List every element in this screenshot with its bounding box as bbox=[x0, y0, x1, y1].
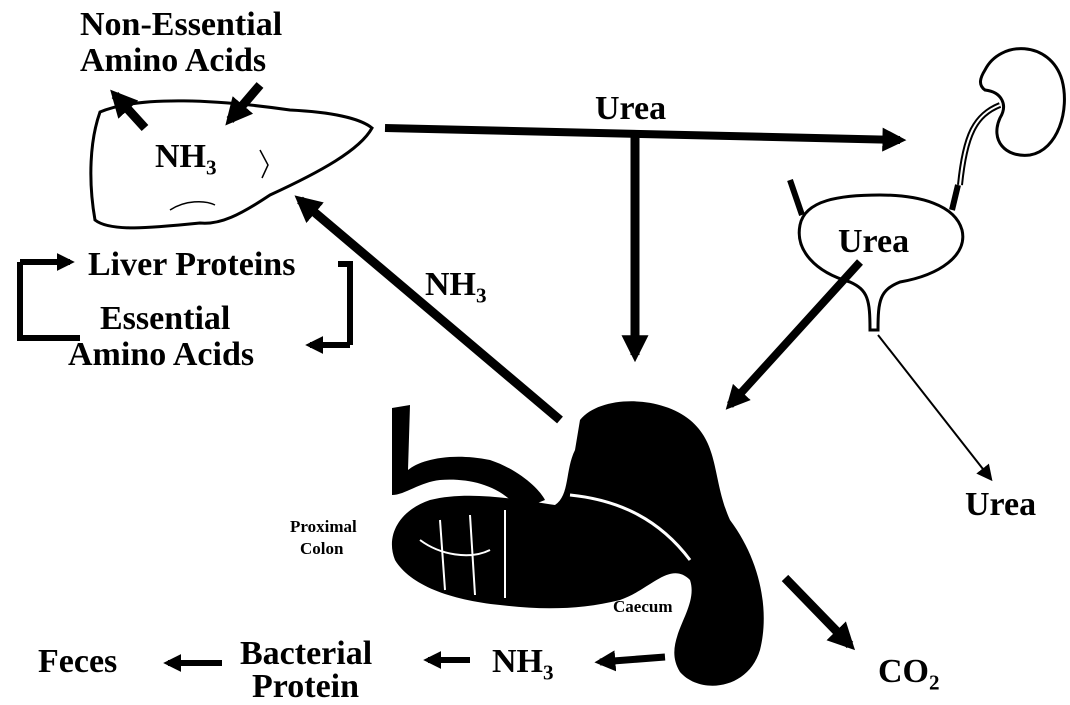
arrow-to-nh3 bbox=[600, 657, 665, 662]
non-essential-label-line2: Amino Acids bbox=[80, 44, 266, 78]
liver-nh3-label: NH3 bbox=[155, 140, 217, 178]
bladder-tube bbox=[790, 180, 802, 215]
bacterial-label-line1: Bacterial bbox=[240, 637, 372, 671]
co2-label: CO2 bbox=[878, 655, 940, 693]
feces-label: Feces bbox=[38, 645, 117, 679]
arrow-bladder-to-gut bbox=[730, 262, 860, 405]
bacterial-label-line2: Protein bbox=[252, 670, 359, 704]
arrow-urea-excreted bbox=[878, 335, 990, 478]
urea-excreted-label: Urea bbox=[965, 488, 1036, 522]
colon-shape bbox=[392, 401, 764, 685]
nh3-arrow-label: NH3 bbox=[425, 268, 487, 306]
non-essential-label-line1: Non-Essential bbox=[80, 8, 282, 42]
urea-top-label: Urea bbox=[595, 92, 666, 126]
proximal-label-line1: Proximal bbox=[290, 518, 357, 535]
proximal-label-line2: Colon bbox=[300, 540, 343, 557]
bladder-tube bbox=[952, 185, 958, 210]
essential-label-line2: Amino Acids bbox=[68, 338, 254, 372]
arrow-nh3-to-liver bbox=[300, 200, 560, 420]
essential-label-line1: Essential bbox=[100, 302, 230, 336]
cycle-bracket-right bbox=[338, 264, 350, 345]
nh3-bottom-label: NH3 bbox=[492, 645, 554, 683]
caecum-label: Caecum bbox=[613, 598, 672, 615]
arrow-urea-to-kidney bbox=[385, 128, 900, 140]
bladder-shape bbox=[799, 195, 963, 330]
urea-bladder-label: Urea bbox=[838, 225, 909, 259]
arrow-to-co2 bbox=[785, 578, 850, 645]
cycle-bracket-left bbox=[20, 262, 80, 338]
liver-proteins-label: Liver Proteins bbox=[88, 248, 295, 282]
kidney-shape bbox=[980, 49, 1064, 156]
